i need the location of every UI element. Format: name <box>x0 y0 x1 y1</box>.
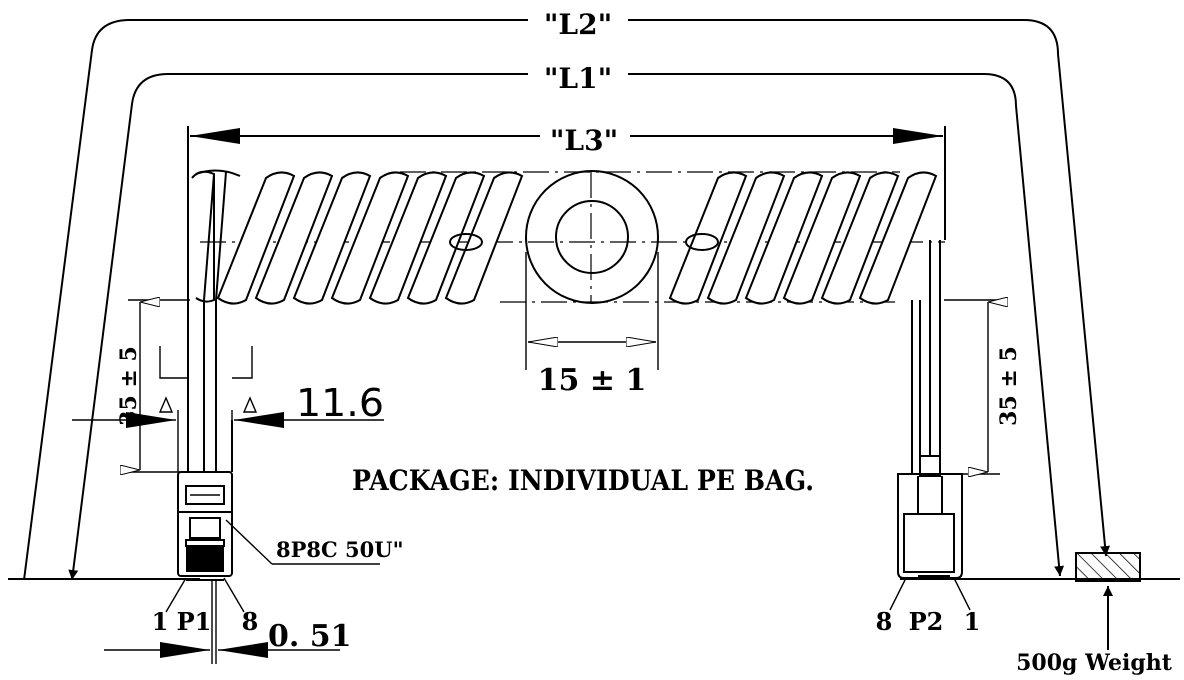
right-pigtail-label: 35 ± 5 <box>996 346 1022 426</box>
p2-name: P2 <box>909 607 944 636</box>
coil-turns-right <box>668 171 938 305</box>
coil-end-view <box>525 170 659 304</box>
dimension-l3: "L3" <box>187 124 946 300</box>
connector-spec-label: 8P8C 50U" <box>276 537 404 562</box>
right-pigtail <box>911 240 941 474</box>
p1-contacts <box>186 546 224 572</box>
coil-turn <box>406 171 486 305</box>
weight-block: 500g Weight <box>1016 552 1173 676</box>
weight-label: 500g Weight <box>1016 650 1173 676</box>
coil-turn <box>368 171 448 305</box>
dimension-coil-diameter: 15 ± 1 <box>525 252 659 398</box>
dimension-left-pigtail: 35 ± 5 <box>116 300 190 472</box>
connector-spec-leader: 8P8C 50U" <box>225 519 404 565</box>
boot-width-label: 11.6 <box>296 381 384 425</box>
coil-turn <box>292 171 372 305</box>
left-pigtail-label: 35 ± 5 <box>116 346 142 426</box>
coil-turn <box>444 171 524 305</box>
p2-pin-left: 8 <box>876 607 893 636</box>
coil-turn <box>706 171 786 305</box>
p1-name: P1 <box>177 607 212 636</box>
l1-label: "L1" <box>544 62 612 95</box>
package-note: PACKAGE: INDIVIDUAL PE BAG. <box>352 464 814 497</box>
left-pigtail <box>187 300 233 472</box>
coil-turn <box>820 171 900 305</box>
connector-p1 <box>177 471 233 581</box>
p1-pin-right: 8 <box>242 607 259 636</box>
coil-turn <box>216 171 296 305</box>
coil-turn <box>330 171 410 305</box>
connector-p2 <box>897 455 963 579</box>
dimension-pin-pitch: 0. 51 <box>104 580 352 664</box>
coil-diameter-label: 15 ± 1 <box>538 363 647 398</box>
coil-break-right <box>685 233 719 251</box>
pin-pitch-label: 0. 51 <box>268 619 352 654</box>
dimension-l2: "L2" <box>23 8 1111 581</box>
p1-pin-left: 1 <box>152 607 169 636</box>
dimension-boot-width: 11.6 <box>72 381 384 472</box>
p2-pin-labels: 8 P2 1 <box>876 577 981 636</box>
l2-label: "L2" <box>544 8 612 41</box>
l3-label: "L3" <box>550 124 618 157</box>
coil-turn <box>254 171 334 305</box>
dimension-right-pigtail: 35 ± 5 <box>944 300 1022 474</box>
coil-left <box>191 169 241 303</box>
coil-turns-left <box>216 171 524 305</box>
p1-latch-bracket <box>159 346 253 379</box>
coil-turn <box>858 171 938 305</box>
dimension-l1: "L1" <box>68 62 1065 581</box>
coil-break-left <box>449 233 483 251</box>
coil-turn <box>744 171 824 305</box>
coil-turn <box>668 171 748 305</box>
coil-turn <box>782 171 862 305</box>
p2-pin-right: 1 <box>964 607 981 636</box>
p1-pin-labels: 1 P1 8 <box>152 577 259 636</box>
